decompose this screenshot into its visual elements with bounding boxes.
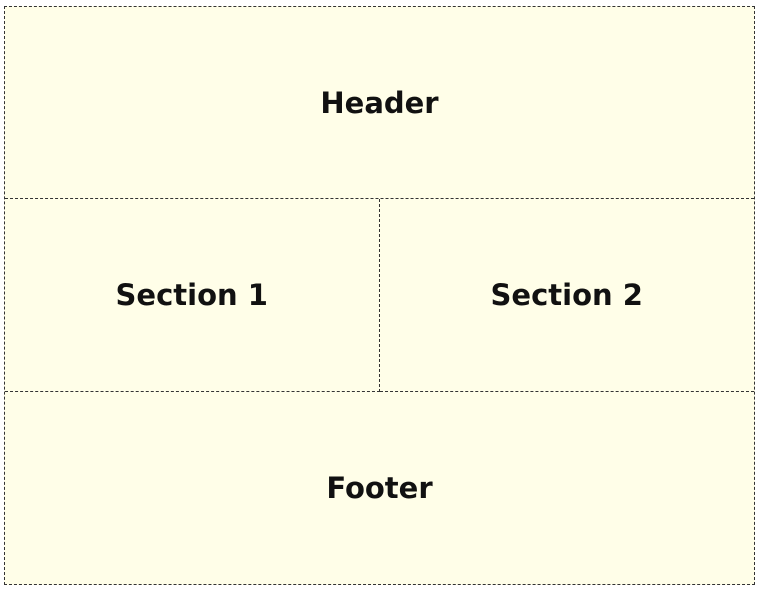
section-1-block: Section 1 xyxy=(5,199,380,392)
header-label: Header xyxy=(320,85,439,120)
footer-block: Footer xyxy=(5,392,754,584)
header-block: Header xyxy=(5,7,754,200)
footer-label: Footer xyxy=(326,470,433,505)
section-1-label: Section 1 xyxy=(115,277,268,312)
section-2-block: Section 2 xyxy=(379,199,754,392)
page-layout-diagram: Header Section 1 Section 2 Footer xyxy=(4,6,755,585)
section-2-label: Section 2 xyxy=(490,277,643,312)
